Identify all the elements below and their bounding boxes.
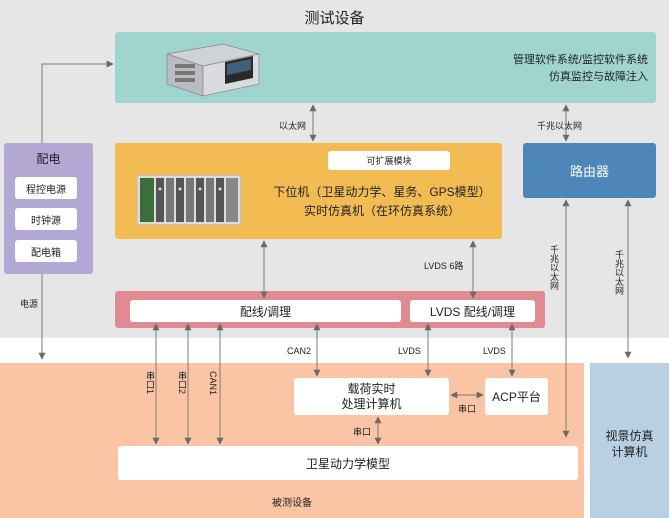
management-software-block: 管理软件系统/监控软件系统 仿真监控与故障注入	[115, 32, 656, 103]
label-can2: CAN2	[287, 346, 312, 356]
label-gigabit-vertical-2: 千兆以太网	[614, 250, 624, 295]
management-line-1: 管理软件系统/监控软件系统	[512, 54, 648, 66]
satellite-dynamics-model: 卫星动力学模型	[118, 446, 578, 480]
distribution-box: 配电箱	[15, 240, 77, 262]
visual-line-2: 计算机	[611, 445, 648, 459]
router-block: 路由器	[523, 143, 656, 198]
visual-line-1: 视景仿真	[605, 429, 654, 443]
label-gigabit-ethernet: 千兆以太网	[537, 121, 583, 131]
payload-line-2: 处理计算机	[341, 396, 402, 411]
lower-machine-line-2: 实时仿真机（在环仿真系统）	[303, 204, 460, 218]
label-serial-1: 串口1	[145, 371, 155, 395]
label-ethernet: 以太网	[279, 121, 307, 131]
label-serial-2: 串口2	[177, 371, 187, 395]
device-under-test-title: 被测设备	[272, 498, 312, 509]
simulation-chassis-image	[136, 174, 242, 226]
management-line-2: 仿真监控与故障注入	[549, 71, 648, 83]
label-lvds-b: LVDS	[483, 346, 506, 356]
lower-machine-line-1: 下位机（卫星动力学、星务、GPS模型）	[273, 185, 491, 199]
payload-processing-computer: 载荷实时 处理计算机	[294, 378, 449, 415]
expand-module-box: 可扩展模块	[328, 151, 450, 170]
clock-source: 时钟源	[15, 208, 77, 230]
lvds-wiring-conditioning-box: LVDS 配线/调理	[410, 300, 535, 322]
label-can1: CAN1	[208, 371, 218, 396]
power-distribution-title: 配电	[36, 152, 61, 166]
label-gigabit-vertical: 千兆以太网	[549, 245, 559, 290]
acp-platform: ACP平台	[485, 378, 548, 415]
label-lvds-a: LVDS	[398, 346, 421, 356]
industrial-computer-image	[163, 40, 261, 98]
label-serial-model: 串口	[353, 427, 372, 437]
payload-line-1: 载荷实时	[347, 381, 396, 396]
label-lvds-6: LVDS 6路	[424, 261, 464, 271]
visual-computer-panel	[590, 363, 669, 518]
visual-simulation-computer: 视景仿真 计算机	[590, 428, 669, 460]
test-equipment-title: 测试设备	[304, 10, 365, 27]
label-power: 电源	[20, 299, 39, 309]
label-serial-acp: 串口	[458, 404, 477, 414]
lower-machine-block: 可扩展模块 下位机（卫星动力学、星务、GPS模型） 实时仿真机（在环仿真系统）	[115, 143, 502, 239]
programmable-power-supply: 程控电源	[15, 177, 77, 199]
wiring-conditioning-box: 配线/调理	[130, 300, 401, 322]
